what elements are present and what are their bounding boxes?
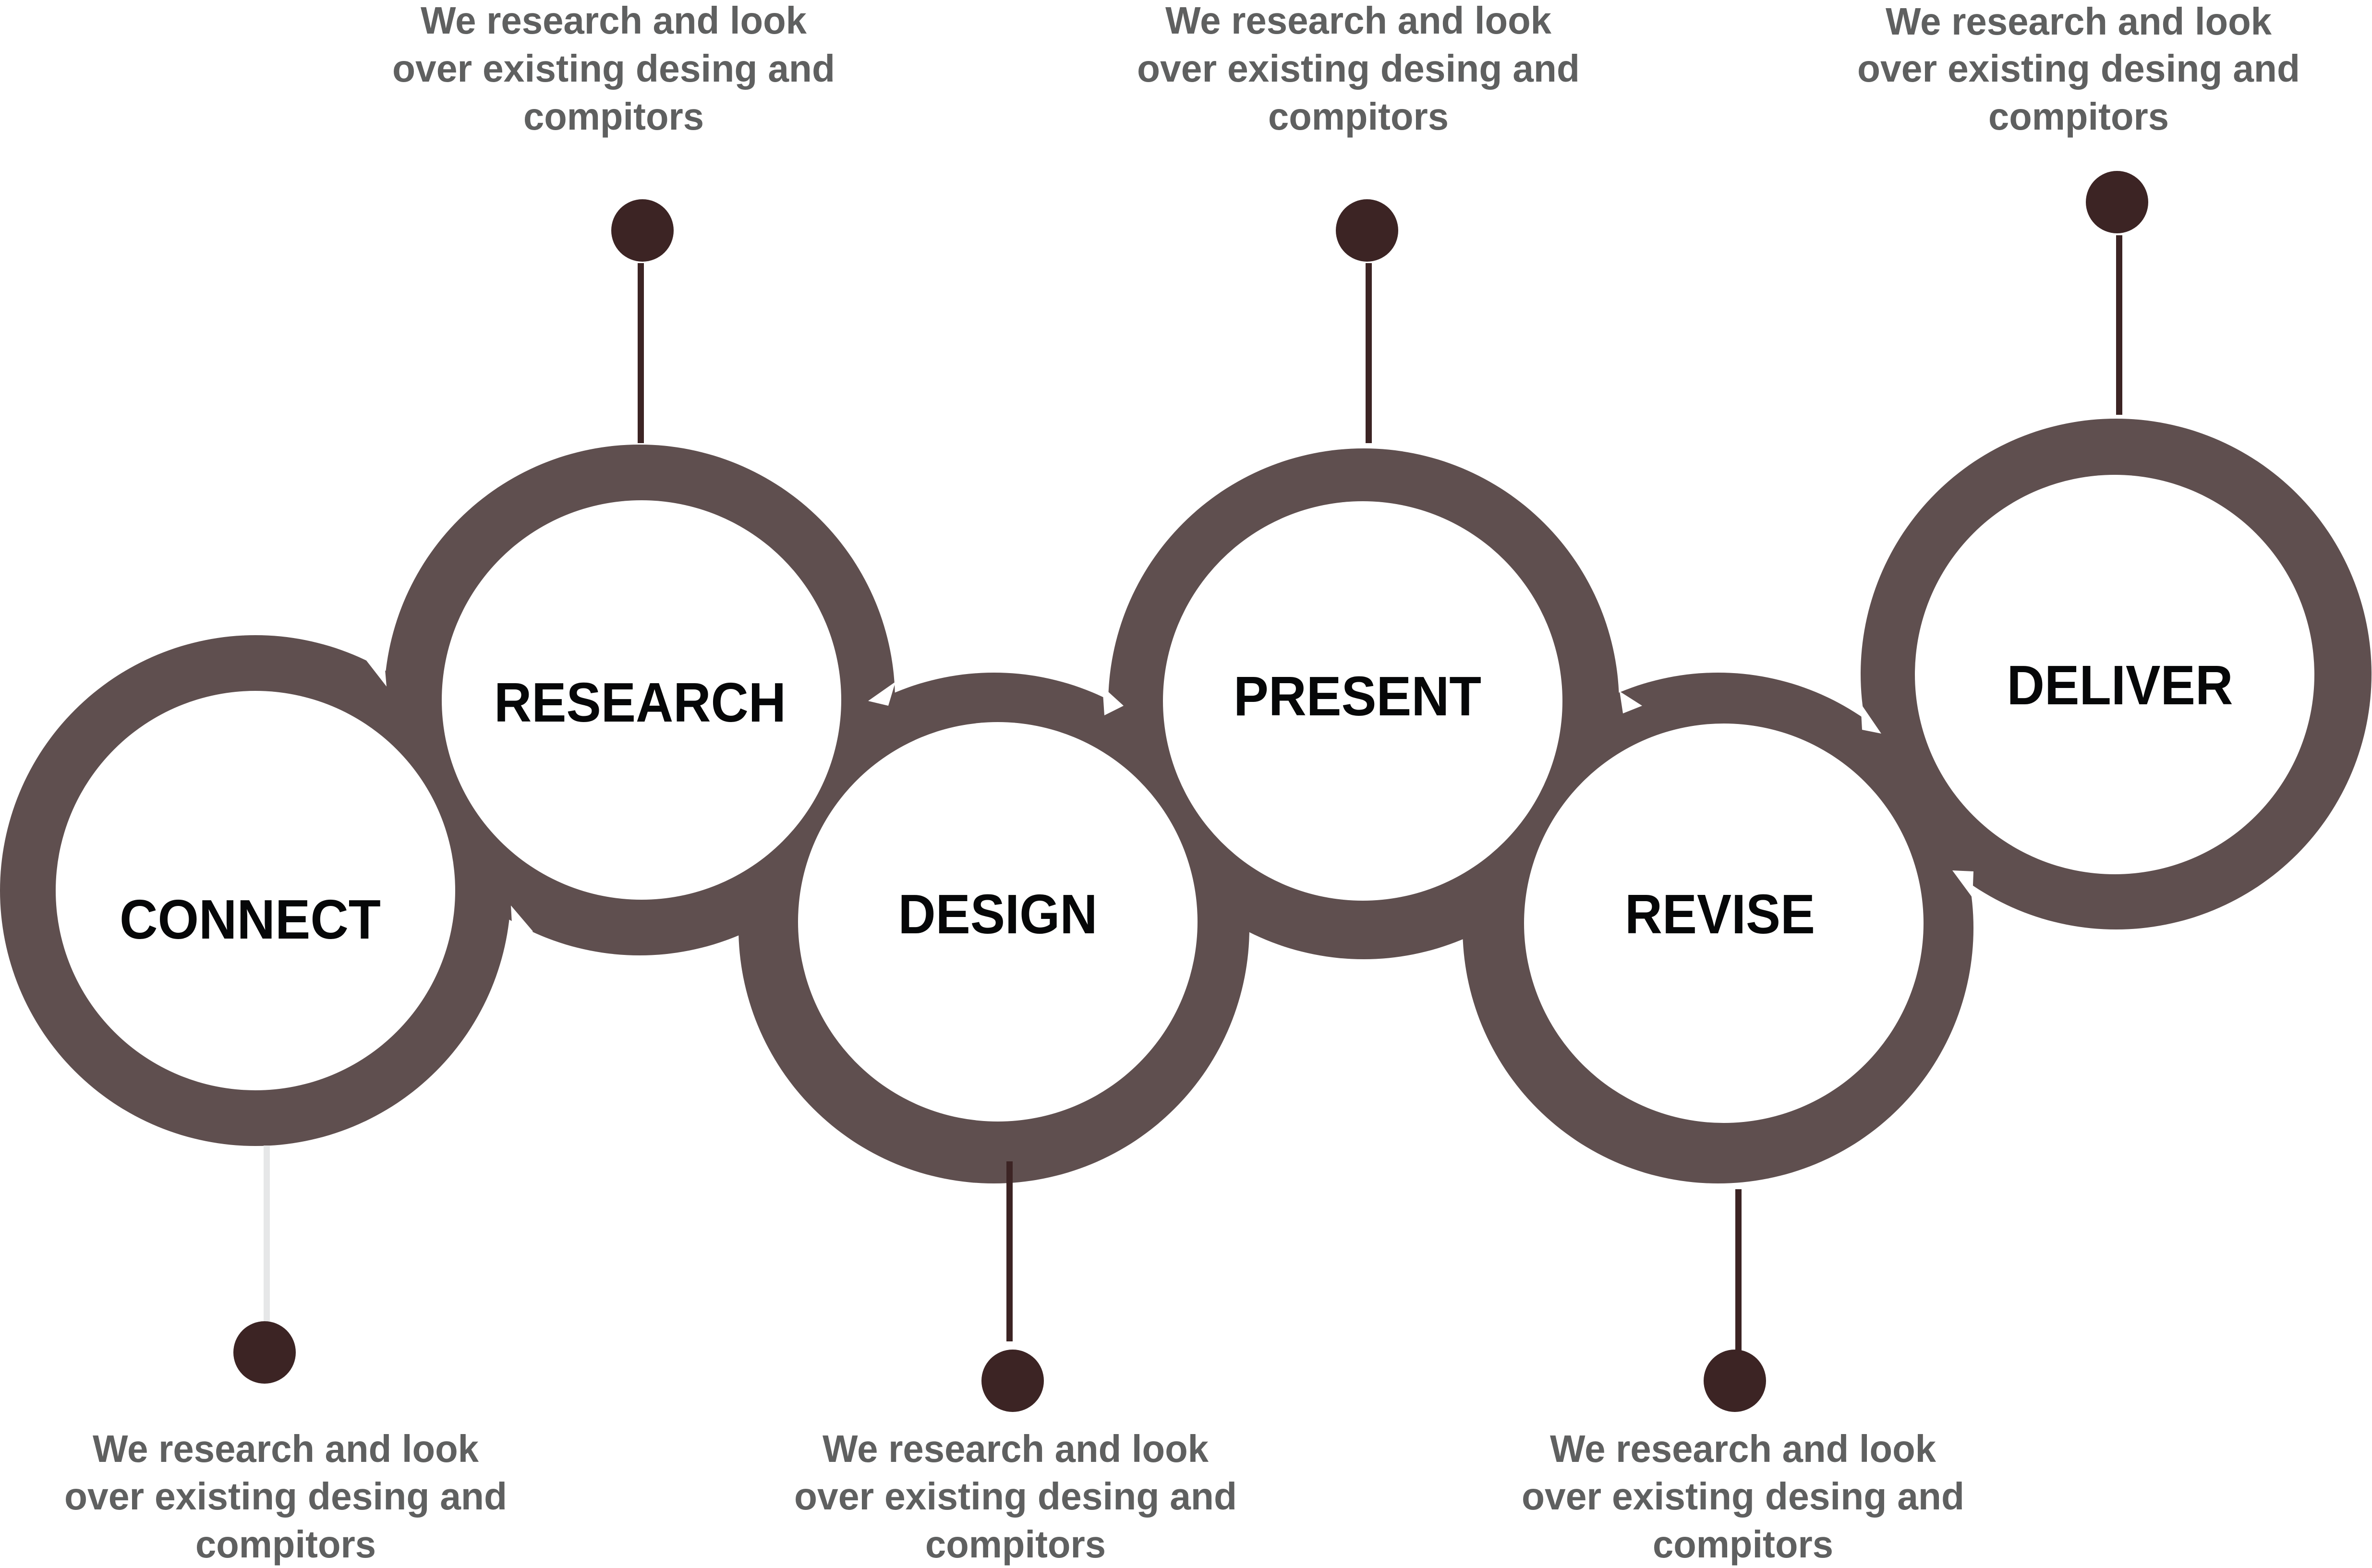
step-labels: CONNECT RESEARCH DESIGN PRESENT REVISE D… (120, 654, 2233, 951)
step-descriptions: We research and look over existing desin… (64, 0, 2300, 1566)
step-label-connect: CONNECT (120, 888, 381, 951)
step-label-deliver: DELIVER (2007, 654, 2233, 716)
description-line: over existing desing and (1857, 47, 2300, 90)
connector-line-revise (1735, 1189, 1742, 1355)
connector-line-research (638, 263, 644, 443)
description-line: over existing desing and (794, 1475, 1237, 1518)
description-present: We research and look over existing desin… (1137, 0, 1580, 138)
description-line: We research and look (1550, 1427, 1936, 1470)
connector-dot-revise (1704, 1350, 1766, 1412)
description-revise: We research and look over existing desin… (1522, 1427, 1964, 1566)
notch (1861, 703, 1881, 734)
description-line: compitors (925, 1523, 1106, 1566)
description-line: over existing desing and (1137, 47, 1580, 90)
description-line: We research and look (823, 1427, 1209, 1470)
description-line: compitors (1268, 95, 1449, 138)
description-line: compitors (1653, 1523, 1833, 1566)
connector-line-present (1366, 263, 1372, 443)
ring-inner-deliver (1915, 475, 2314, 874)
description-line: compitors (1988, 95, 2169, 138)
ring-notches (365, 659, 1973, 941)
description-line: We research and look (1165, 0, 1551, 42)
description-line: We research and look (1886, 0, 2272, 43)
notch (1952, 870, 1973, 898)
step-label-present: PRESENT (1234, 665, 1481, 727)
step-label-research: RESEARCH (494, 671, 786, 734)
ring-inner-research (442, 500, 841, 900)
connector-line-connect (264, 1146, 270, 1326)
connectors-layer (233, 171, 2148, 1412)
description-design: We research and look over existing desin… (794, 1427, 1237, 1566)
description-deliver: We research and look over existing desin… (1857, 0, 2300, 138)
description-line: We research and look (93, 1427, 479, 1470)
description-line: over existing desing and (1522, 1475, 1964, 1518)
description-line: over existing desing and (392, 47, 835, 90)
rings-inner-layer (56, 475, 2314, 1123)
notch (365, 659, 387, 687)
description-line: compitors (195, 1523, 376, 1566)
connector-dot-present (1336, 199, 1398, 262)
connector-dot-design (981, 1350, 1044, 1412)
description-line: compitors (523, 95, 704, 138)
description-line: We research and look (421, 0, 807, 42)
description-research: We research and look over existing desin… (392, 0, 835, 138)
description-connect: We research and look over existing desin… (64, 1427, 507, 1566)
ring-inner-present (1163, 501, 1562, 901)
connector-dot-research (611, 199, 674, 262)
ring-inner-connect (56, 691, 455, 1090)
notch (1102, 687, 1124, 715)
step-label-design: DESIGN (898, 883, 1098, 945)
ring-inner-revise (1524, 724, 1924, 1123)
notch (868, 682, 896, 706)
notch (1620, 691, 1642, 713)
connector-dot-connect (233, 1321, 296, 1384)
connector-dot-deliver (2086, 171, 2148, 233)
ring-inner-design (798, 722, 1198, 1122)
notch (511, 905, 533, 941)
step-label-revise: REVISE (1625, 883, 1815, 945)
connector-line-design (1006, 1161, 1013, 1341)
connector-line-deliver (2116, 235, 2122, 415)
description-line: over existing desing and (64, 1475, 507, 1518)
